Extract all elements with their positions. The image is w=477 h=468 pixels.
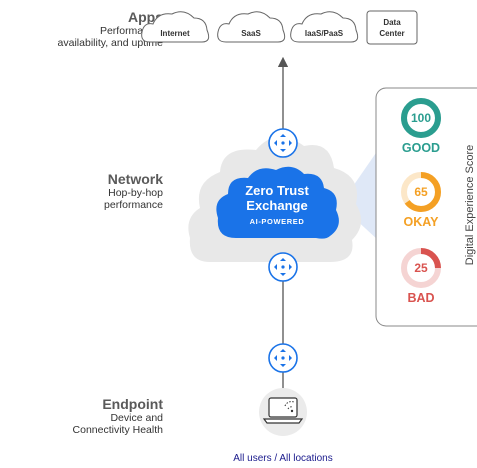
footer-text: All users / All locations (233, 453, 333, 464)
score-gauge-fill (401, 172, 441, 212)
endpoint-subtitle-1: Device and (110, 412, 163, 424)
app-saas-label: SaaS (241, 29, 261, 38)
hop-node-middle (268, 252, 298, 282)
app-internet-label: Internet (160, 29, 190, 38)
score-beam (340, 150, 378, 240)
app-data-center: Data Center (366, 10, 418, 45)
endpoint-label: Endpoint Device and Connectivity Health (73, 396, 163, 436)
score-word: GOOD (402, 141, 440, 155)
endpoint-subtitle-2: Connectivity Health (72, 424, 163, 436)
score-panel-title: Digital Experience Score (464, 145, 476, 265)
app-iaas-paas: IaaS/PaaS (290, 11, 359, 43)
score-gauge-fill (401, 248, 441, 288)
score-word: BAD (407, 291, 434, 305)
network-subtitle-2: performance (104, 199, 163, 211)
app-internet: Internet (141, 11, 210, 43)
laptop-icon (259, 388, 307, 436)
score-word: OKAY (404, 215, 440, 229)
score-gauge-fill (401, 98, 441, 138)
app-saas: SaaS (217, 11, 286, 43)
apps-subtitle-2: availability, and uptime (57, 37, 163, 49)
hub-line-3: AI-POWERED (250, 217, 305, 226)
endpoint-title: Endpoint (102, 396, 163, 412)
hop-node-bottom-icon (274, 349, 292, 367)
hop-node-middle-icon (274, 258, 292, 276)
app-data-center-label-1: Data (383, 18, 401, 27)
hub-line-2: Exchange (246, 198, 307, 213)
app-iaas-paas-label: IaaS/PaaS (305, 29, 344, 38)
score-value: 25 (414, 261, 428, 275)
hop-node-top-icon (274, 134, 292, 152)
app-data-center-label-2: Center (379, 29, 404, 38)
zero-trust-exchange-hub: Zero Trust Exchange AI-POWERED (216, 166, 339, 239)
network-title: Network (107, 171, 163, 187)
network-label: Network Hop-by-hop performance (104, 171, 163, 211)
network-subtitle-1: Hop-by-hop (108, 187, 163, 199)
hop-node-bottom (268, 343, 298, 373)
score-value: 65 (414, 185, 428, 199)
hub-line-1: Zero Trust (245, 183, 309, 198)
score-value: 100 (411, 111, 431, 125)
hop-node-top (268, 128, 298, 158)
